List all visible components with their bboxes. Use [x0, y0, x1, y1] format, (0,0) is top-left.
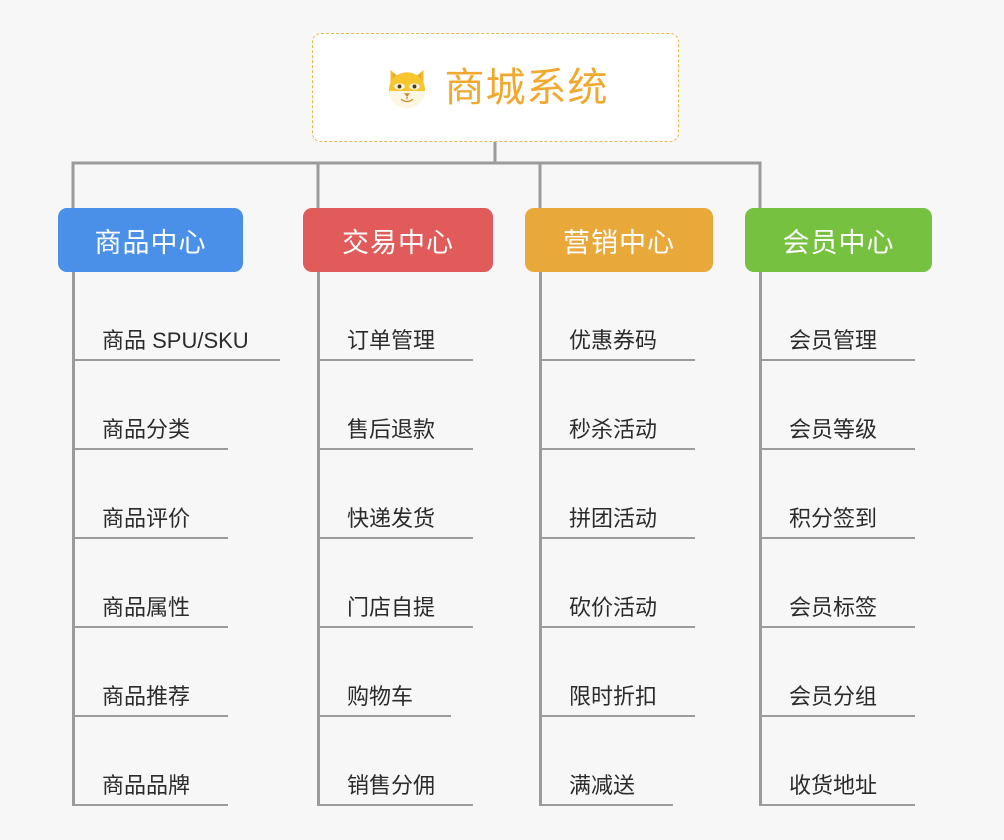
leaf-item-underline	[539, 715, 695, 717]
leaf-item-underline	[539, 448, 695, 450]
leaf-item-label: 积分签到	[789, 506, 878, 531]
leaf-list-product-center: 商品 SPU/SKU 商品分类商品评价商品属性商品推荐商品品牌	[58, 272, 280, 806]
leaf-item-underline	[317, 448, 473, 450]
leaf-item-underline	[317, 626, 473, 628]
leaf-item[interactable]: 商品属性	[58, 539, 243, 628]
leaf-item-label: 商品属性	[102, 595, 191, 620]
leaf-item-underline	[317, 804, 473, 806]
leaf-item[interactable]: 砍价活动	[525, 539, 713, 628]
category-column-product-center: 商品中心商品 SPU/SKU 商品分类商品评价商品属性商品推荐商品品牌	[58, 208, 280, 806]
leaf-item[interactable]: 商品 SPU/SKU	[58, 272, 280, 361]
leaf-item-label: 售后退款	[347, 417, 436, 442]
leaf-item-label: 会员分组	[789, 684, 878, 709]
category-column-marketing-center: 营销中心优惠券码秒杀活动拼团活动砍价活动限时折扣满减送	[525, 208, 713, 806]
leaf-list-marketing-center: 优惠券码秒杀活动拼团活动砍价活动限时折扣满减送	[525, 272, 713, 806]
leaf-item[interactable]: 商品分类	[58, 361, 243, 450]
category-column-member-center: 会员中心会员管理会员等级积分签到会员标签会员分组收货地址	[745, 208, 932, 806]
leaf-item[interactable]: 门店自提	[303, 539, 493, 628]
leaf-item-label: 商品推荐	[102, 684, 191, 709]
leaf-item-underline	[759, 448, 915, 450]
leaf-item-label: 优惠券码	[569, 328, 658, 353]
leaf-item-underline	[72, 448, 228, 450]
leaf-item[interactable]: 满减送	[525, 717, 713, 806]
category-header-product-center[interactable]: 商品中心	[58, 208, 243, 272]
leaf-item-label: 销售分佣	[347, 773, 436, 798]
leaf-item-underline	[72, 626, 228, 628]
leaf-item-label: 满减送	[569, 773, 636, 798]
leaf-item[interactable]: 优惠券码	[525, 272, 713, 361]
leaf-item[interactable]: 会员等级	[745, 361, 932, 450]
leaf-item-label: 商品 SPU/SKU	[102, 328, 249, 353]
leaf-item-label: 限时折扣	[569, 684, 658, 709]
leaf-item-underline	[759, 626, 915, 628]
root-node[interactable]: 商城系统	[312, 33, 679, 142]
category-header-label: 营销中心	[563, 227, 675, 258]
leaf-item-underline	[759, 804, 915, 806]
leaf-item-underline	[759, 715, 915, 717]
leaf-item-label: 会员管理	[789, 328, 878, 353]
leaf-item[interactable]: 会员分组	[745, 628, 932, 717]
leaf-item-underline	[539, 537, 695, 539]
leaf-item-label: 门店自提	[347, 595, 436, 620]
leaf-item-underline	[72, 715, 228, 717]
leaf-item[interactable]: 收货地址	[745, 717, 932, 806]
root-title: 商城系统	[444, 65, 609, 110]
leaf-list-member-center: 会员管理会员等级积分签到会员标签会员分组收货地址	[745, 272, 932, 806]
category-header-trade-center[interactable]: 交易中心	[303, 208, 493, 272]
category-column-trade-center: 交易中心订单管理售后退款快递发货门店自提购物车销售分佣	[303, 208, 493, 806]
leaf-item-underline	[759, 537, 915, 539]
leaf-item[interactable]: 商品品牌	[58, 717, 243, 806]
leaf-item-underline	[72, 537, 228, 539]
leaf-item-underline	[317, 359, 473, 361]
leaf-item-label: 购物车	[347, 684, 414, 709]
leaf-item[interactable]: 会员管理	[745, 272, 932, 361]
leaf-item-label: 砍价活动	[569, 595, 658, 620]
leaf-item[interactable]: 秒杀活动	[525, 361, 713, 450]
leaf-item-label: 拼团活动	[569, 506, 658, 531]
leaf-item-label: 秒杀活动	[569, 417, 658, 442]
leaf-item[interactable]: 积分签到	[745, 450, 932, 539]
leaf-item[interactable]: 商品评价	[58, 450, 243, 539]
leaf-item-label: 商品评价	[102, 506, 191, 531]
leaf-list-trade-center: 订单管理售后退款快递发货门店自提购物车销售分佣	[303, 272, 493, 806]
leaf-item-underline	[539, 804, 673, 806]
leaf-item-label: 会员标签	[789, 595, 878, 620]
leaf-item-underline	[317, 537, 473, 539]
leaf-item[interactable]: 快递发货	[303, 450, 493, 539]
leaf-item[interactable]: 售后退款	[303, 361, 493, 450]
leaf-item[interactable]: 拼团活动	[525, 450, 713, 539]
leaf-item[interactable]: 订单管理	[303, 272, 493, 361]
leaf-item-label: 会员等级	[789, 417, 878, 442]
category-header-marketing-center[interactable]: 营销中心	[525, 208, 713, 272]
leaf-item[interactable]: 购物车	[303, 628, 493, 717]
leaf-item-label: 订单管理	[347, 328, 436, 353]
leaf-item[interactable]: 销售分佣	[303, 717, 493, 806]
leaf-item[interactable]: 会员标签	[745, 539, 932, 628]
category-header-label: 会员中心	[782, 227, 895, 258]
category-header-member-center[interactable]: 会员中心	[745, 208, 932, 272]
leaf-item-label: 收货地址	[789, 773, 878, 798]
leaf-item-label: 商品品牌	[102, 773, 191, 798]
shiba-dog-icon	[388, 69, 425, 108]
category-header-label: 商品中心	[94, 227, 207, 258]
category-header-label: 交易中心	[342, 227, 454, 258]
leaf-item-label: 快递发货	[347, 506, 436, 531]
leaf-item-underline	[72, 359, 280, 361]
leaf-item-underline	[317, 715, 451, 717]
leaf-item[interactable]: 限时折扣	[525, 628, 713, 717]
leaf-item[interactable]: 商品推荐	[58, 628, 243, 717]
leaf-item-underline	[72, 804, 228, 806]
leaf-item-underline	[539, 626, 695, 628]
leaf-item-underline	[759, 359, 915, 361]
leaf-item-underline	[539, 359, 695, 361]
leaf-item-label: 商品分类	[102, 417, 191, 442]
